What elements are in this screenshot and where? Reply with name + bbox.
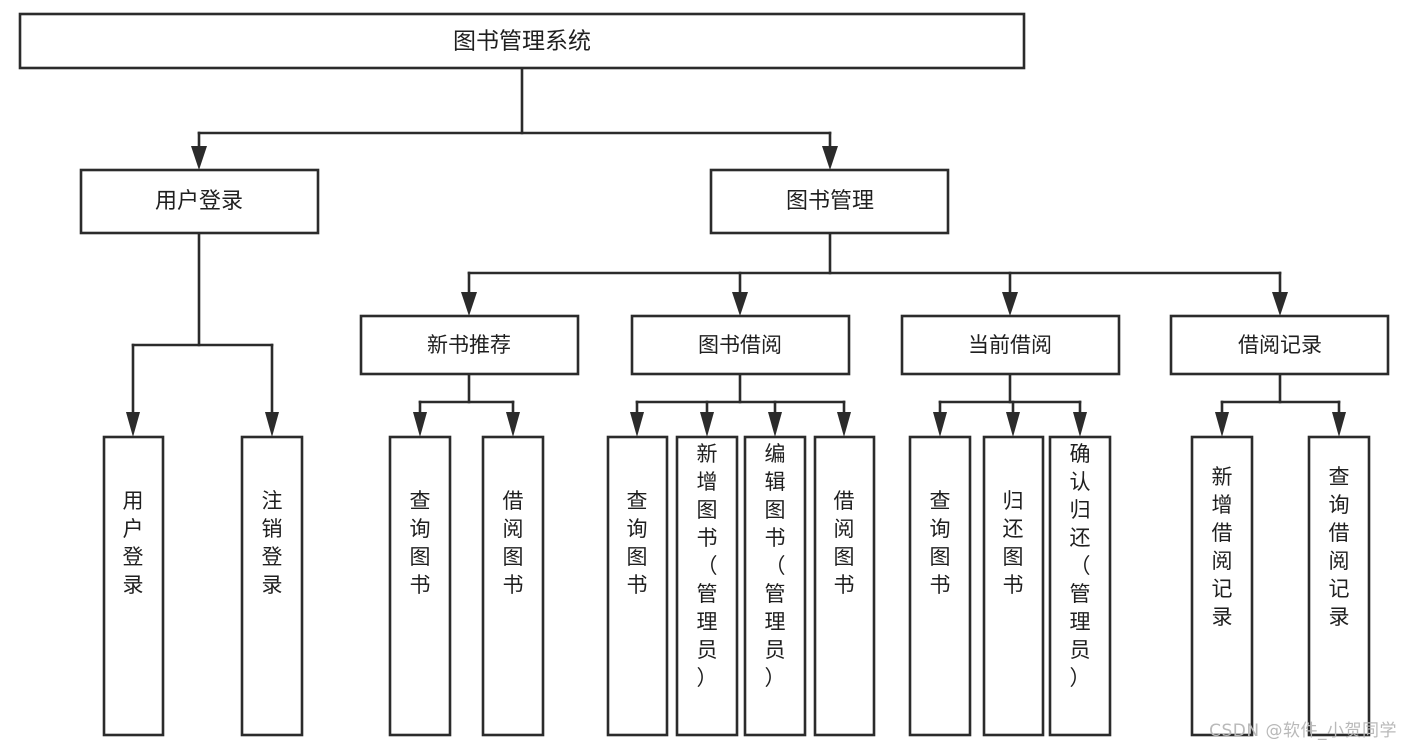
leaf-node-newbook-query-box xyxy=(388,435,452,737)
leaf-node-bookborrow-borrow-box xyxy=(813,435,876,737)
leaf-node-bookborrow-edit-box xyxy=(743,435,807,737)
node-borrow-record[interactable]: 借阅记录 xyxy=(1169,314,1390,376)
arrow-head-bookborrow-edit xyxy=(768,412,782,437)
connector-group-book-borrow xyxy=(630,372,851,437)
leaf-node-bookborrow-query-box xyxy=(606,435,669,737)
arrow-head-currentborrow-confirm xyxy=(1073,412,1087,437)
leaf-node-borrowrecord-add-box xyxy=(1190,435,1254,737)
arrow-head-current-borrow xyxy=(1002,292,1018,316)
arrow-head-bookborrow-query xyxy=(630,412,644,437)
node-borrow-record-label: 借阅记录 xyxy=(1238,333,1322,357)
connector-group-borrow-record xyxy=(1215,372,1346,437)
node-root-system-label: 图书管理系统 xyxy=(453,29,591,55)
arrow-head-borrowrecord-query xyxy=(1332,412,1346,437)
leaf-node-borrowrecord-add[interactable]: 新增借阅记录 xyxy=(1190,435,1254,737)
leaf-node-currentborrow-confirm-box xyxy=(1048,435,1112,737)
arrow-head-book-manage xyxy=(822,146,838,170)
node-user-login[interactable]: 用户登录 xyxy=(79,168,320,235)
node-new-book-recommend[interactable]: 新书推荐 xyxy=(359,314,580,376)
leaf-node-bookborrow-query[interactable]: 查询图书 xyxy=(606,435,669,737)
leaf-node-newbook-query[interactable]: 查询图书 xyxy=(388,435,452,737)
arrow-head-newbook-borrow xyxy=(506,412,520,437)
leaf-node-bookborrow-query-label: 查询图书 xyxy=(627,489,648,597)
leaf-node-newbook-borrow-label: 借阅图书 xyxy=(503,489,524,597)
node-user-login-label: 用户登录 xyxy=(155,189,243,214)
leaf-node-currentborrow-return-label: 归还图书 xyxy=(1003,489,1024,597)
leaf-node-newbook-borrow-box xyxy=(481,435,545,737)
leaf-node-currentborrow-query-box xyxy=(908,435,972,737)
node-root-system-box xyxy=(18,12,1026,70)
leaf-node-borrowrecord-query-label: 查询借阅记录 xyxy=(1329,465,1350,629)
arrow-head-newbook-query xyxy=(413,412,427,437)
node-current-borrow[interactable]: 当前借阅 xyxy=(900,314,1121,376)
connector-group-new-book xyxy=(413,372,520,437)
leaf-node-currentborrow-confirm[interactable]: 确认归还（管理员） xyxy=(1048,435,1112,737)
leaf-node-currentborrow-query-label: 查询图书 xyxy=(930,489,951,597)
leaf-node-bookborrow-borrow-label: 借阅图书 xyxy=(834,489,855,597)
connector-group-user-login xyxy=(126,231,279,437)
arrow-head-bookborrow-borrow xyxy=(837,412,851,437)
leaf-node-currentborrow-return[interactable]: 归还图书 xyxy=(982,435,1045,737)
leaf-node-bookborrow-edit-label: 编辑图书（管理员） xyxy=(765,442,786,690)
node-book-manage[interactable]: 图书管理 xyxy=(709,168,950,235)
connector-group-book-manage xyxy=(461,231,1288,316)
node-borrow-record-box xyxy=(1169,314,1390,376)
leaf-node-borrowrecord-query-box xyxy=(1307,435,1371,737)
arrow-head-leaf-user-login xyxy=(126,412,140,437)
leaf-node-borrowrecord-query[interactable]: 查询借阅记录 xyxy=(1307,435,1371,737)
leaf-node-borrowrecord-add-label: 新增借阅记录 xyxy=(1212,465,1233,629)
arrow-head-borrow-record xyxy=(1272,292,1288,316)
node-root-system[interactable]: 图书管理系统 xyxy=(18,12,1026,70)
leaf-node-user-login-login-box xyxy=(102,435,165,737)
arrow-head-new-book xyxy=(461,292,477,316)
node-new-book-recommend-label: 新书推荐 xyxy=(427,333,511,357)
node-current-borrow-box xyxy=(900,314,1121,376)
leaf-node-bookborrow-add[interactable]: 新增图书（管理员） xyxy=(675,435,739,737)
connector-group-root xyxy=(191,66,838,170)
leaf-node-newbook-query-label: 查询图书 xyxy=(410,489,431,597)
arrow-head-borrowrecord-add xyxy=(1215,412,1229,437)
arrow-head-book-borrow xyxy=(732,292,748,316)
leaf-node-user-login-logout-label: 注销登录 xyxy=(262,489,283,597)
leaf-node-newbook-borrow[interactable]: 借阅图书 xyxy=(481,435,545,737)
arrow-head-currentborrow-return xyxy=(1006,412,1020,437)
leaf-node-bookborrow-add-label: 新增图书（管理员） xyxy=(697,442,718,690)
leaf-node-user-login-logout[interactable]: 注销登录 xyxy=(240,435,304,737)
arrow-head-user-login xyxy=(191,146,207,170)
leaf-node-user-login-login-label: 用户登录 xyxy=(123,489,144,597)
leaf-node-bookborrow-borrow[interactable]: 借阅图书 xyxy=(813,435,876,737)
node-current-borrow-label: 当前借阅 xyxy=(968,333,1052,357)
leaf-node-currentborrow-query[interactable]: 查询图书 xyxy=(908,435,972,737)
node-book-manage-box xyxy=(709,168,950,235)
node-book-borrow-label: 图书借阅 xyxy=(698,333,782,357)
arrow-head-bookborrow-add xyxy=(700,412,714,437)
node-book-borrow[interactable]: 图书借阅 xyxy=(630,314,851,376)
leaf-node-user-login-logout-box xyxy=(240,435,304,737)
arrow-head-currentborrow-query xyxy=(933,412,947,437)
node-user-login-box xyxy=(79,168,320,235)
arrow-head-leaf-logout xyxy=(265,412,279,437)
leaf-node-currentborrow-confirm-label: 确认归还（管理员） xyxy=(1070,442,1091,690)
leaf-node-bookborrow-add-box xyxy=(675,435,739,737)
node-book-manage-label: 图书管理 xyxy=(786,189,874,214)
node-new-book-recommend-box xyxy=(359,314,580,376)
connector-group-current-borrow xyxy=(933,372,1087,437)
node-book-borrow-box xyxy=(630,314,851,376)
leaf-node-bookborrow-edit[interactable]: 编辑图书（管理员） xyxy=(743,435,807,737)
leaf-node-currentborrow-return-box xyxy=(982,435,1045,737)
leaf-node-user-login-login[interactable]: 用户登录 xyxy=(102,435,165,737)
